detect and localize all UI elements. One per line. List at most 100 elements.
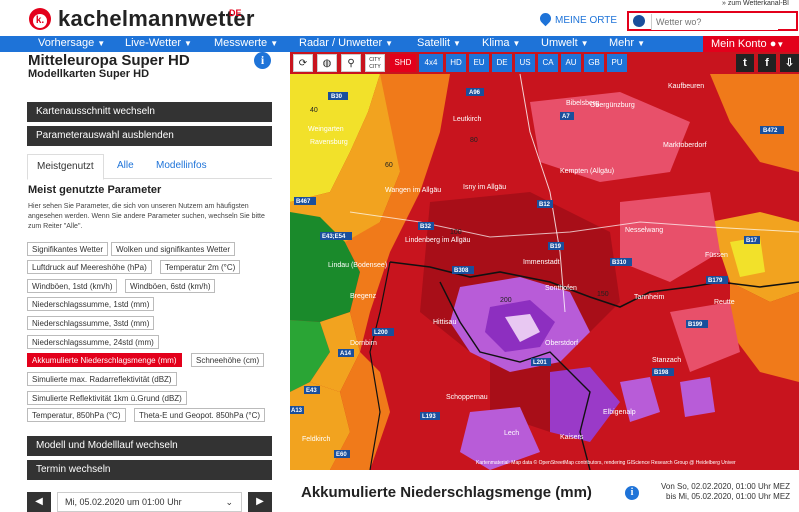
model-ca[interactable]: CA — [538, 54, 558, 72]
nav-item-radar[interactable]: Radar / Unwetter▼ — [299, 37, 393, 49]
meine-orte-button[interactable]: MEINE ORTE — [537, 10, 617, 27]
param-reflektivitaet-1km[interactable]: Simulierte Reflektivität 1km ü.Grund (dB… — [27, 391, 187, 405]
param-schneehoehe[interactable]: Schneehöhe (cm) — [191, 353, 265, 367]
place-label: Obergünzburg — [590, 102, 635, 109]
model-4x4[interactable]: 4x4 — [419, 54, 443, 72]
logo-icon[interactable]: k. — [29, 8, 51, 30]
nav-label: Umwelt — [541, 37, 578, 49]
nav-item-klima[interactable]: Klima▼ — [482, 37, 520, 49]
nav-label: Radar / Unwetter — [299, 37, 383, 49]
model-de[interactable]: DE — [492, 54, 512, 72]
place-label: Weingarten — [308, 126, 344, 133]
road-label: E43;E54 — [322, 234, 346, 240]
place-label: Isny im Allgäu — [463, 184, 506, 191]
nav-item-vorhersage[interactable]: Vorhersage▼ — [38, 37, 105, 49]
nav-item-satellit[interactable]: Satellit▼ — [417, 37, 461, 49]
tab-alle[interactable]: Alle — [117, 160, 134, 171]
place-label: Oberstdorf — [545, 340, 578, 347]
tab-meistgenutzt[interactable]: Meistgenutzt — [27, 154, 104, 180]
param-wolken[interactable]: Wolken und signifikantes Wetter — [111, 242, 235, 256]
globe-icon[interactable] — [633, 15, 645, 27]
nav-item-umwelt[interactable]: Umwelt▼ — [541, 37, 589, 49]
globe-icon[interactable]: ◍ — [317, 54, 337, 72]
page-subtitle: Modellkarten Super HD — [28, 68, 150, 80]
param-akkumulierte-niederschlag[interactable]: Akkumulierte Niederschlagsmenge (mm) — [27, 353, 182, 367]
place-label: Hittisau — [433, 319, 456, 326]
road-label: A96 — [469, 90, 481, 96]
param-theta-e[interactable]: Theta-E und Geopot. 850hPa (°C) — [134, 408, 266, 422]
search-input[interactable] — [651, 14, 778, 30]
weather-map[interactable]: ⟳ ◍ ⚲ CITY CITY SHD 4x4 HD EU DE US CA A… — [290, 52, 799, 470]
place-label: Ravensburg — [310, 139, 348, 146]
model-eu[interactable]: EU — [469, 54, 489, 72]
param-niederschlag-3std[interactable]: Niederschlagssumme, 3std (mm) — [27, 316, 155, 330]
precipitation-map-svg — [290, 52, 799, 470]
caret-down-icon: ▼ — [270, 39, 279, 48]
download-icon[interactable]: ⇩ — [780, 54, 799, 72]
search-box — [627, 11, 798, 31]
model-hd[interactable]: HD — [446, 54, 466, 72]
road-label: E60 — [336, 452, 347, 458]
param-niederschlag-24std[interactable]: Niederschlagssumme, 24std (mm) — [27, 335, 159, 349]
header: k. kachelmannwetter DE » zum Wetterkanal… — [0, 0, 799, 36]
wetterkanal-link[interactable]: » zum Wetterkanal-Bl — [722, 0, 789, 7]
place-label: Füssen — [705, 252, 728, 259]
twitter-icon[interactable]: t — [736, 54, 754, 72]
nav-label: Mehr — [609, 37, 635, 49]
termin-button[interactable]: Termin wechseln — [27, 460, 272, 480]
kartenausschnitt-button[interactable]: Kartenausschnitt wechseln — [27, 102, 272, 122]
place-label: Sonthofen — [545, 285, 577, 292]
param-windboeen-1std[interactable]: Windböen, 1std (km/h) — [27, 279, 118, 293]
nav-item-messwerte[interactable]: Messwerte▼ — [214, 37, 278, 49]
reload-icon[interactable]: ⟳ — [293, 54, 313, 72]
model-us[interactable]: US — [515, 54, 535, 72]
nav-item-live-wetter[interactable]: Live-Wetter▼ — [125, 37, 192, 49]
nav-item-mehr[interactable]: Mehr▼ — [609, 37, 645, 49]
road-labels: B30 A96 A7 B472 B12 B32 B467 E43;E54 B19… — [290, 88, 784, 458]
info-icon[interactable]: i — [625, 486, 639, 500]
contour-value: 200 — [500, 297, 512, 304]
nav-label: Messwerte — [214, 37, 268, 49]
zoom-icon[interactable]: ⚲ — [341, 54, 361, 72]
facebook-icon[interactable]: f — [758, 54, 776, 72]
param-signifikantes-wetter[interactable]: Signifikantes Wetter — [27, 242, 108, 256]
left-panel: Mitteleuropa Super HD Modellkarten Super… — [0, 52, 290, 512]
param-temperatur-850[interactable]: Temperatur, 850hPa (°C) — [27, 408, 126, 422]
logo-text[interactable]: kachelmannwetter — [58, 6, 255, 31]
model-shd[interactable]: SHD — [390, 54, 416, 72]
info-icon[interactable]: i — [254, 52, 271, 69]
param-luftdruck[interactable]: Luftdruck auf Meereshöhe (hPa) — [27, 260, 152, 274]
place-label: Tannheim — [634, 294, 665, 301]
place-label: Feldkirch — [302, 436, 331, 443]
param-max-radar[interactable]: Simulierte max. Radarreflektivität (dBZ) — [27, 372, 177, 386]
main-nav: Vorhersage▼ Live-Wetter▼ Messwerte▼ Rada… — [0, 36, 799, 52]
road-label: L201 — [533, 360, 547, 366]
place-label: Lech — [504, 430, 519, 437]
road-label: B17 — [746, 238, 758, 244]
user-icon: ● — [769, 38, 777, 50]
param-windboeen-6std[interactable]: Windböen, 6std (km/h) — [125, 279, 216, 293]
date-select[interactable]: Mi, 05.02.2020 um 01:00 Uhr⌄ — [57, 492, 242, 512]
page-title: Mitteleuropa Super HD — [28, 52, 190, 69]
map-toolbar: ⟳ ◍ ⚲ CITY CITY SHD 4x4 HD EU DE US CA A… — [290, 52, 799, 74]
next-date-button[interactable]: ▶ — [248, 492, 272, 512]
prev-date-button[interactable]: ◀ — [27, 492, 51, 512]
model-pu[interactable]: PU — [607, 54, 627, 72]
params-description: Hier sehen Sie Parameter, die sich von u… — [28, 203, 265, 230]
map-title: Akkumulierte Niederschlagsmenge (mm) — [301, 484, 592, 501]
account-button[interactable]: Mein Konto ●▼ — [703, 36, 799, 52]
param-temperatur-2m[interactable]: Temperatur 2m (°C) — [160, 260, 241, 274]
road-label: B199 — [688, 322, 703, 328]
tab-modellinfos[interactable]: Modellinfos — [156, 160, 207, 171]
city-toggle[interactable]: CITY CITY — [365, 54, 385, 72]
model-au[interactable]: AU — [561, 54, 581, 72]
place-label: Leutkirch — [453, 116, 482, 123]
place-label: Nesselwang — [625, 227, 663, 234]
modell-button[interactable]: Modell und Modelllauf wechseln — [27, 436, 272, 456]
param-niederschlag-1std[interactable]: Niederschlagssumme, 1std (mm) — [27, 297, 155, 311]
model-gb[interactable]: GB — [584, 54, 604, 72]
logo-letter: k. — [33, 14, 47, 28]
parameterauswahl-button[interactable]: Parameterauswahl ausblenden — [27, 126, 272, 146]
caret-down-icon: ▼ — [184, 39, 192, 48]
caret-down-icon: ▼ — [776, 40, 785, 49]
